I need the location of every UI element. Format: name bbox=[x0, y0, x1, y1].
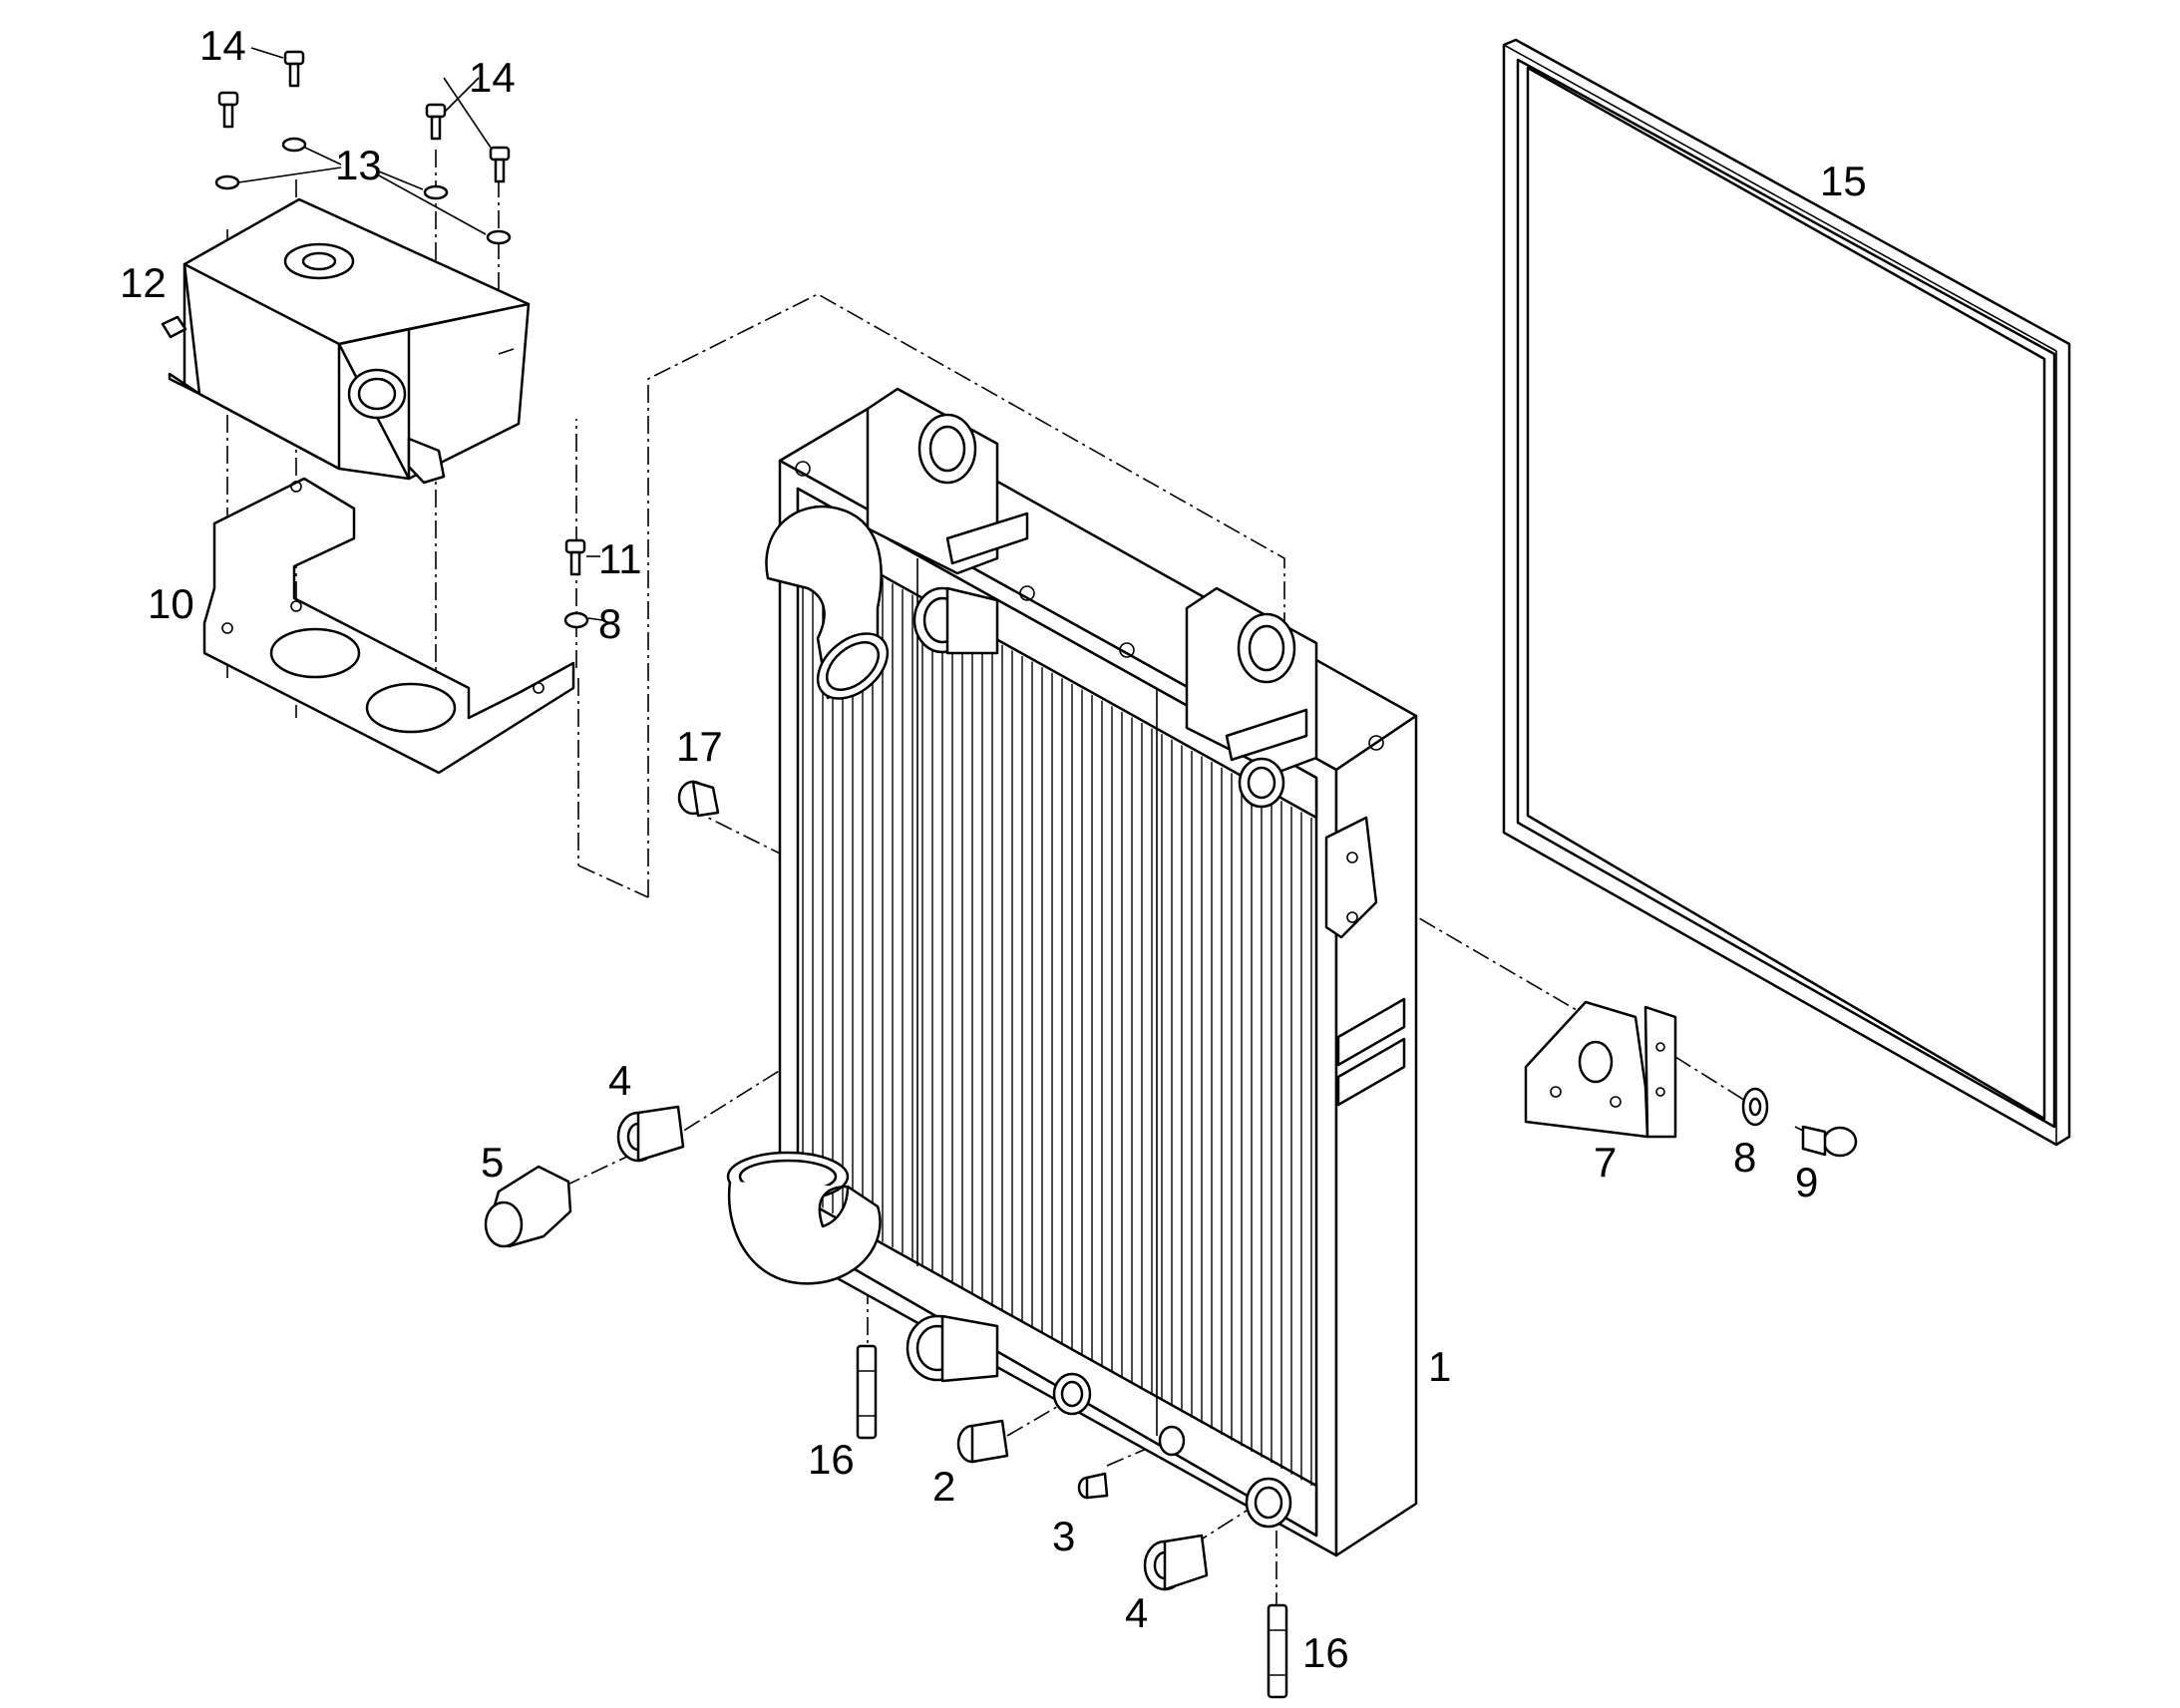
washer-part-13-c bbox=[423, 184, 449, 200]
bottom-port-small bbox=[1158, 1425, 1186, 1457]
label-17: 17 bbox=[676, 723, 723, 770]
label-4-upper: 4 bbox=[608, 1057, 631, 1104]
label-3: 3 bbox=[1052, 1513, 1075, 1559]
mounting-bracket-part-7 bbox=[1524, 1000, 1677, 1139]
upper-outlet-port bbox=[912, 586, 999, 655]
washer-part-13-a bbox=[214, 174, 240, 190]
bolt-part-14-a bbox=[217, 91, 239, 129]
washer-part-8-lower bbox=[1741, 1087, 1769, 1127]
washer-part-8-upper bbox=[563, 611, 589, 629]
label-4-lower: 4 bbox=[1125, 1589, 1148, 1636]
label-13: 13 bbox=[335, 142, 382, 188]
lifting-bracket-right bbox=[1185, 586, 1318, 775]
bottom-port-right bbox=[1245, 1477, 1292, 1529]
label-1: 1 bbox=[1428, 1343, 1451, 1390]
label-16-right: 16 bbox=[1302, 1629, 1349, 1676]
tank-bracket-part-10 bbox=[202, 477, 575, 775]
bolt-part-14-c bbox=[425, 103, 447, 141]
upper-air-pipe bbox=[765, 505, 890, 700]
label-7: 7 bbox=[1594, 1139, 1617, 1186]
label-8-upper: 8 bbox=[598, 600, 621, 647]
tank-fitting-part-12 bbox=[161, 315, 187, 339]
washer-part-13-b bbox=[281, 137, 307, 153]
label-8-lower: 8 bbox=[1733, 1134, 1756, 1181]
radiator-fins bbox=[802, 533, 1312, 1486]
lifting-bracket-left bbox=[866, 387, 1029, 575]
bolt-part-14-b bbox=[283, 50, 305, 88]
label-12: 12 bbox=[120, 259, 167, 306]
label-9: 9 bbox=[1795, 1159, 1818, 1205]
stud-part-16-left bbox=[856, 1344, 878, 1440]
bottom-port-middle bbox=[1052, 1372, 1092, 1416]
stud-part-16-right bbox=[1267, 1603, 1288, 1699]
label-10: 10 bbox=[148, 580, 194, 627]
fitting-part-2 bbox=[956, 1419, 1009, 1464]
lower-outlet-port bbox=[906, 1314, 999, 1383]
washer-part-13-d bbox=[486, 229, 512, 245]
fitting-part-3 bbox=[1077, 1472, 1109, 1500]
bolt-part-11 bbox=[564, 538, 586, 576]
label-5: 5 bbox=[481, 1139, 504, 1186]
plug-part-17 bbox=[677, 780, 720, 818]
bolt-part-9 bbox=[1801, 1125, 1858, 1158]
fitting-part-4-upper bbox=[616, 1105, 685, 1163]
label-16-left: 16 bbox=[808, 1436, 855, 1483]
expansion-tank bbox=[168, 197, 531, 485]
lower-air-pipe bbox=[726, 1151, 882, 1285]
elbow-part-5 bbox=[484, 1165, 572, 1248]
label-14-right: 14 bbox=[469, 54, 516, 101]
leader-lines bbox=[237, 47, 603, 621]
gasket-frame-part-15 bbox=[1502, 38, 2071, 1147]
label-15: 15 bbox=[1820, 158, 1867, 204]
part-labels: 1 2 3 4 4 5 7 8 8 9 10 11 12 13 14 14 15… bbox=[120, 22, 1867, 1676]
label-2: 2 bbox=[932, 1463, 955, 1510]
bolt-part-14-d bbox=[489, 146, 511, 183]
label-11: 11 bbox=[598, 535, 642, 582]
fitting-part-4-lower bbox=[1143, 1534, 1209, 1591]
label-14-left: 14 bbox=[199, 22, 246, 69]
upper-right-port bbox=[1238, 757, 1285, 809]
